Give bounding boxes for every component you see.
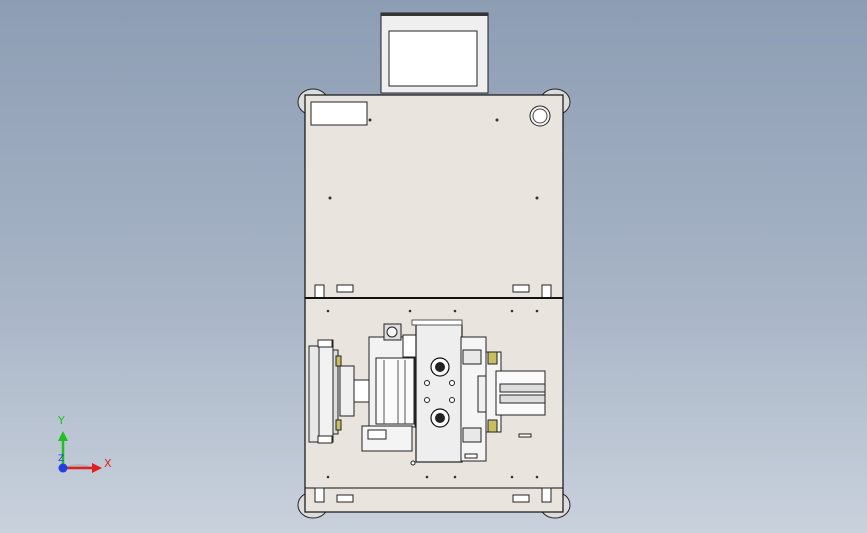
z-axis-point — [58, 463, 68, 473]
tool-plate — [411, 319, 487, 463]
center-slide-module — [361, 323, 418, 452]
left-rail-assembly — [308, 339, 370, 444]
machine-frame-upper — [304, 94, 564, 299]
y-axis-label: Y — [58, 414, 65, 427]
misc-fasteners — [410, 453, 478, 466]
z-axis-label: Z — [58, 454, 65, 464]
right-cylinder-assembly — [477, 351, 546, 438]
x-axis-label: X — [104, 457, 112, 470]
hmi-monitor — [380, 12, 489, 94]
